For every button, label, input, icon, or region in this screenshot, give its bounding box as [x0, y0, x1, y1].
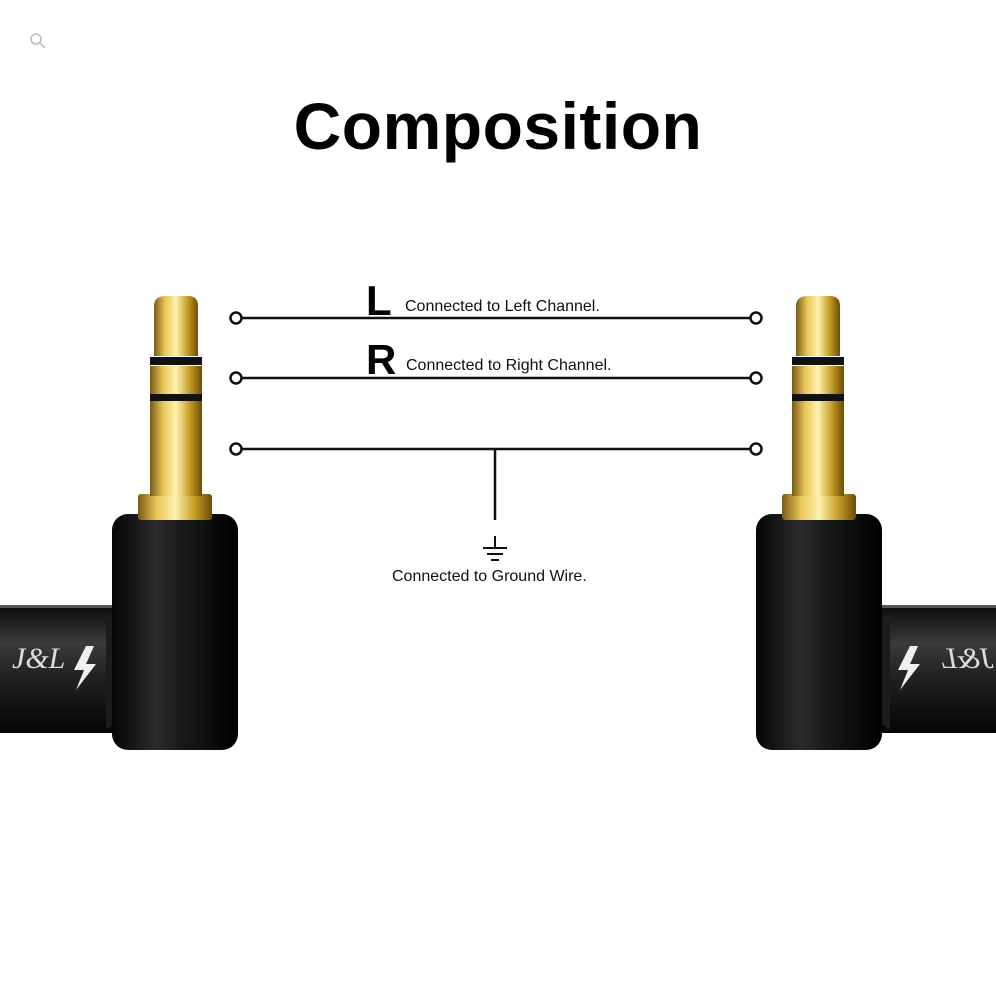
- right-channel-letter: R: [366, 336, 397, 383]
- ground-start-node: [229, 442, 243, 456]
- zoom-icon[interactable]: [30, 33, 46, 49]
- left-brand-text: J&L: [12, 642, 65, 675]
- left-plug: J&L: [0, 296, 238, 750]
- left-tip: [154, 296, 198, 356]
- ground-end-node: [749, 442, 763, 456]
- right-channel-end-node: [749, 371, 763, 385]
- left-channel-start-node: [229, 311, 243, 325]
- left-insulator-ring: [150, 393, 202, 401]
- left-brand-mark: J&L: [12, 642, 96, 690]
- right-channel-start-node: [229, 371, 243, 385]
- lightning-icon: [898, 646, 920, 690]
- ground-symbol-icon: [483, 536, 507, 561]
- right-tip: [796, 296, 840, 356]
- page-title: Composition: [293, 89, 703, 163]
- left-channel-caption: Connected to Left Channel.: [405, 298, 600, 315]
- left-sleeve: [150, 400, 202, 496]
- right-insulator-ring: [792, 393, 844, 401]
- right-plug: J&L: [756, 296, 996, 750]
- left-ring-contact: [150, 366, 202, 394]
- ground-caption: Connected to Ground Wire.: [392, 568, 587, 585]
- right-ring-contact: [792, 366, 844, 394]
- right-brand-text: J&L: [941, 642, 994, 675]
- right-plug-body: [756, 514, 882, 750]
- signal-lines: [229, 311, 763, 520]
- left-gold-collar: [138, 494, 212, 520]
- lightning-icon: [74, 646, 96, 690]
- left-plug-body: [112, 514, 238, 750]
- left-channel-end-node: [749, 311, 763, 325]
- right-brand-mark: J&L: [898, 642, 994, 690]
- right-gold-collar: [782, 494, 856, 520]
- right-channel-caption: Connected to Right Channel.: [406, 357, 612, 374]
- left-channel-letter: L: [366, 277, 392, 324]
- right-sleeve: [792, 400, 844, 496]
